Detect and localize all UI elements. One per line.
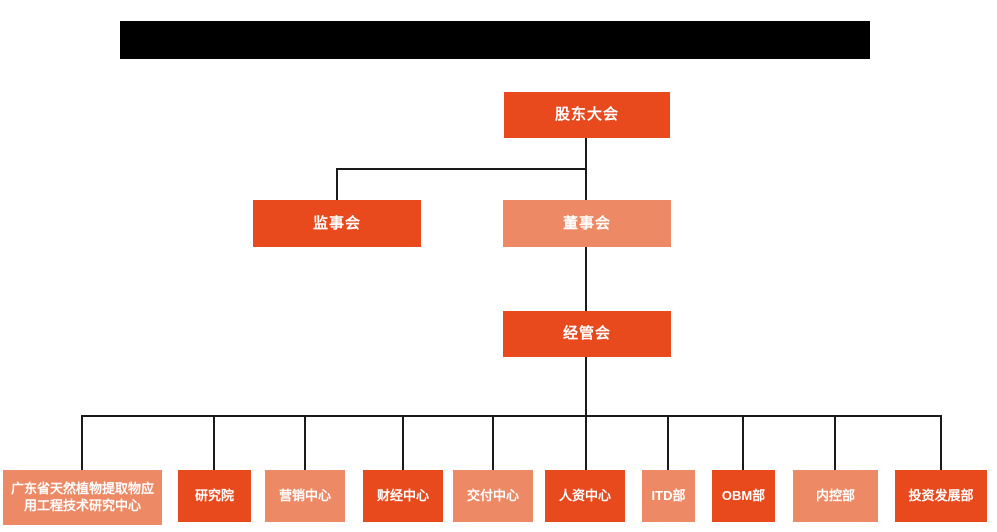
org-node-label: 广东省天然植物提取物应用工程技术研究中心 [10,480,154,513]
org-node-board-of-directors: 董事会 [503,200,671,247]
org-node-label: ITD部 [651,487,686,503]
org-node-label: 股东大会 [554,106,619,124]
org-node-label: 人资中心 [558,487,611,503]
connector-trunk-management-departments [585,357,587,416]
org-node-label: 监事会 [312,214,361,232]
connector-drop-dept-6 [667,415,669,470]
org-node-dept-hr-center: 人资中心 [545,470,625,522]
org-node-dept-delivery-center: 交付中心 [453,470,533,522]
org-node-supervisory-board: 监事会 [253,200,421,247]
org-node-dept-internal-control: 内控部 [793,470,878,522]
connector-drop-dept-3 [402,415,404,470]
org-node-dept-marketing-center: 营销中心 [265,470,345,522]
org-node-label: 投资发展部 [908,487,974,503]
org-node-dept-research-center: 广东省天然植物提取物应用工程技术研究中心 [3,470,162,525]
org-node-dept-itd: ITD部 [642,470,695,522]
connector-departments-horizontal [81,415,942,417]
connector-drop-dept-4 [492,415,494,470]
connector-drop-dept-5 [585,415,587,470]
org-node-label: 财经中心 [376,487,429,503]
org-node-dept-obm: OBM部 [712,470,775,522]
org-node-dept-finance-center: 财经中心 [363,470,443,522]
org-node-label: 经管会 [562,325,611,343]
connector-drop-dept-1 [213,415,215,470]
org-node-label: 董事会 [562,214,611,232]
connector-drop-dept-7 [742,415,744,470]
org-node-label: 内控部 [815,487,855,503]
org-node-shareholders-meeting: 股东大会 [504,92,670,138]
connector-branch-drop-supervisory [336,168,338,200]
connector-trunk-board-management [585,247,587,311]
org-node-dept-research-institute: 研究院 [178,470,251,522]
connector-branch-horizontal-supervisory [336,168,587,170]
connector-drop-dept-0 [81,415,83,470]
org-node-label: 营销中心 [278,487,331,503]
org-node-management-committee: 经管会 [503,311,671,357]
connector-drop-dept-2 [304,415,306,470]
org-node-label: 交付中心 [466,487,519,503]
org-node-label: 研究院 [194,487,234,503]
connector-drop-dept-8 [834,415,836,470]
org-node-label: OBM部 [721,487,766,503]
redacted-title-bar [120,21,870,59]
org-node-dept-investment-development: 投资发展部 [895,470,987,522]
connector-drop-dept-9 [940,415,942,470]
